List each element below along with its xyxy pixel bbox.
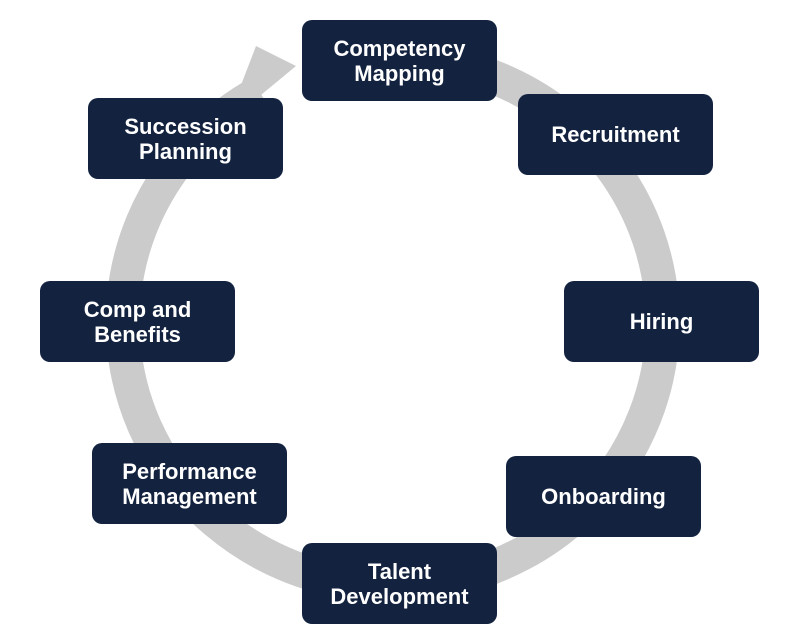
stage-competency-mapping: Competency Mapping — [302, 20, 497, 101]
stage-label: Performance Management — [122, 458, 257, 509]
stage-label: Hiring — [629, 309, 694, 334]
stage-recruitment: Recruitment — [518, 94, 713, 175]
stage-succession-planning: Succession Planning — [88, 98, 283, 179]
stage-label: Recruitment — [551, 122, 680, 147]
stage-comp-and-benefits: Comp and Benefits — [40, 281, 235, 362]
stage-label: Talent Development — [330, 558, 469, 609]
stage-hiring: Hiring — [564, 281, 759, 362]
stage-label: Onboarding — [541, 484, 666, 509]
stage-label: Comp and Benefits — [83, 296, 192, 347]
stage-label: Succession Planning — [124, 113, 247, 164]
stage-talent-development: Talent Development — [302, 543, 497, 624]
stage-label: Competency Mapping — [333, 35, 466, 86]
stage-onboarding: Onboarding — [506, 456, 701, 537]
stage-performance-management: Performance Management — [92, 443, 287, 524]
